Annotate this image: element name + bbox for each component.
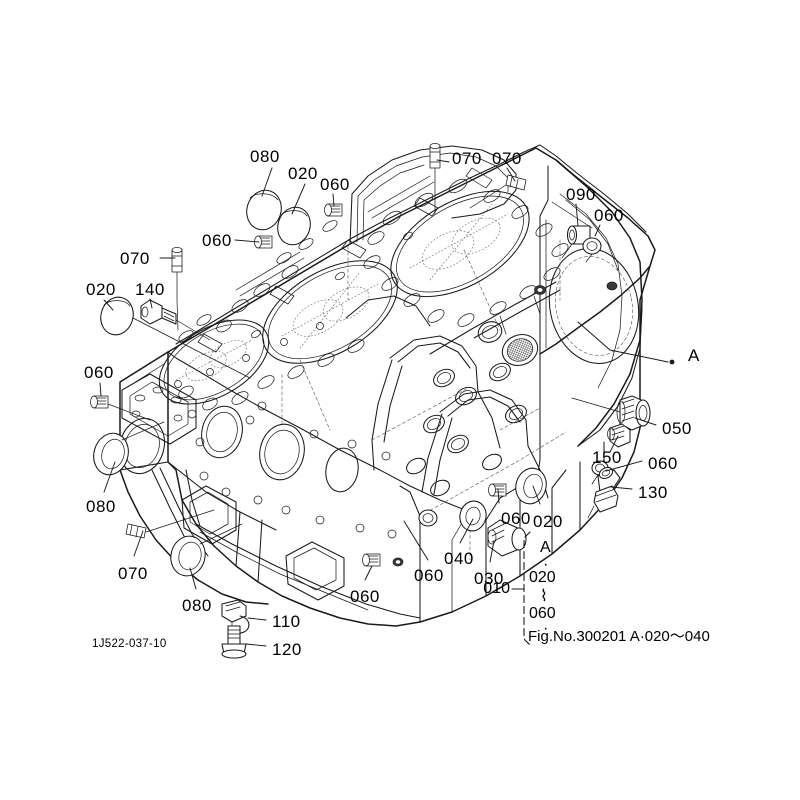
- callout-030-c21: 030: [474, 569, 504, 588]
- leader-020: [291, 183, 306, 215]
- part-080-seal-ring-bottom: [170, 523, 243, 577]
- leader-080: [189, 567, 197, 590]
- part-070-dowel-pin-top-right: [469, 174, 527, 209]
- part-130-pipe-nozzle: [587, 466, 621, 519]
- section-ref-a-leader: [577, 321, 675, 365]
- part-060-screw-plug-bottomcenter: [488, 483, 507, 497]
- part-020-cup-plug-bottom: [515, 467, 547, 505]
- callout-130-c27: 130: [638, 483, 668, 502]
- part-070-dowel-pin-top: [429, 143, 441, 215]
- part-080-cup-plug-top: [246, 189, 282, 231]
- callout-080-c13: 080: [86, 497, 116, 516]
- leader-060: [594, 224, 601, 237]
- leader-120: [245, 643, 267, 647]
- callout-060-c19: 060: [414, 566, 444, 585]
- leader-080: [103, 461, 116, 493]
- note-line-2: 020: [529, 569, 556, 586]
- callout-060-c9: 060: [202, 231, 232, 250]
- leader-lines: [99, 159, 657, 647]
- part-030-drain-plug: [487, 519, 527, 557]
- part-060-screw-plug-lowerleft: [90, 395, 151, 421]
- leader-060: [99, 382, 102, 397]
- tappet-bores: [406, 362, 527, 497]
- part-070-dowel-pin-left: [171, 247, 183, 331]
- callout-110-c16: 110: [272, 612, 301, 631]
- leader-050: [634, 417, 657, 426]
- oil-passage-screen: [501, 334, 539, 366]
- callout-020-c10: 020: [86, 280, 116, 299]
- part-060-screw-plug-bottomleft: [362, 553, 381, 567]
- callout-090-c6: 090: [566, 185, 596, 204]
- part-020-cup-plug-top: [277, 206, 311, 246]
- part-080-seal-ring-left: [93, 421, 165, 476]
- leader-020: [532, 485, 541, 505]
- leader-150: [609, 435, 619, 453]
- part-120-bolt: [221, 625, 247, 659]
- callout-070-c14: 070: [118, 564, 148, 583]
- leader-060: [403, 520, 429, 561]
- part-050-threaded-bushing: [571, 395, 651, 431]
- note-bracket: [511, 531, 531, 646]
- leader-130: [610, 486, 633, 490]
- note-line-4: 060: [529, 605, 556, 622]
- part-070-dowel-pin-lowerleft: [125, 509, 215, 539]
- note-line-1: ·: [543, 556, 549, 573]
- leader-060: [364, 565, 373, 581]
- part-020-cup-plug-left: [100, 296, 251, 379]
- note-leader-label-010: 010: [483, 580, 510, 597]
- leader-020: [103, 299, 114, 311]
- drawing-code: 1J522-037-10: [92, 638, 167, 650]
- callout-060-c26: 060: [648, 454, 678, 473]
- leader-090: [575, 203, 579, 227]
- leader-060: [332, 193, 335, 207]
- callout-060-c12: 060: [84, 363, 114, 382]
- part-150-plug: [607, 423, 631, 448]
- callout-040-c20: 040: [444, 549, 474, 568]
- callout-070-c8: 070: [120, 249, 150, 268]
- leader-110: [247, 617, 267, 621]
- callout-050-c24: 050: [662, 419, 692, 438]
- part-060-screw-plug-topright: [582, 237, 602, 263]
- part-040-washer: [459, 500, 487, 532]
- callout-080-c15: 080: [182, 596, 212, 615]
- leader-030: [489, 540, 495, 563]
- figure-reference: Fig.No.300201 A·020～040: [528, 628, 710, 645]
- callout-150-c25: 150: [592, 448, 622, 467]
- callout-070-c4: 070: [452, 149, 482, 168]
- callout-070-c5: 070: [492, 149, 522, 168]
- note-line-0: A: [540, 539, 551, 556]
- part-060-screw-plug-topleft: [324, 203, 343, 217]
- note-line-5: ·: [543, 620, 549, 637]
- leader-070: [436, 159, 450, 163]
- callout-060-c3: 060: [320, 175, 350, 194]
- callout-020-c23: 020: [533, 512, 563, 531]
- callout-080-c1: 080: [250, 147, 280, 166]
- part-060-socket-plug-center: [418, 509, 438, 527]
- callout-060-c22: 060: [501, 509, 531, 528]
- leader-070: [506, 167, 516, 182]
- leader-070: [133, 530, 144, 557]
- callout-120-c17: 120: [272, 640, 302, 659]
- leader-060: [605, 460, 643, 472]
- leader-140: [149, 298, 153, 309]
- callout-060-c18: 060: [350, 587, 380, 606]
- callout-140-c11: 140: [135, 280, 165, 299]
- callout-020-c2: 020: [288, 164, 318, 183]
- section-ref-letter: A: [688, 346, 700, 365]
- callout-060-c7: 060: [594, 206, 624, 225]
- leader-040: [459, 518, 474, 544]
- leader-060: [497, 488, 500, 504]
- leader-060: [234, 239, 260, 243]
- leader-080: [261, 167, 273, 197]
- note-line-3: ⌇: [540, 588, 548, 605]
